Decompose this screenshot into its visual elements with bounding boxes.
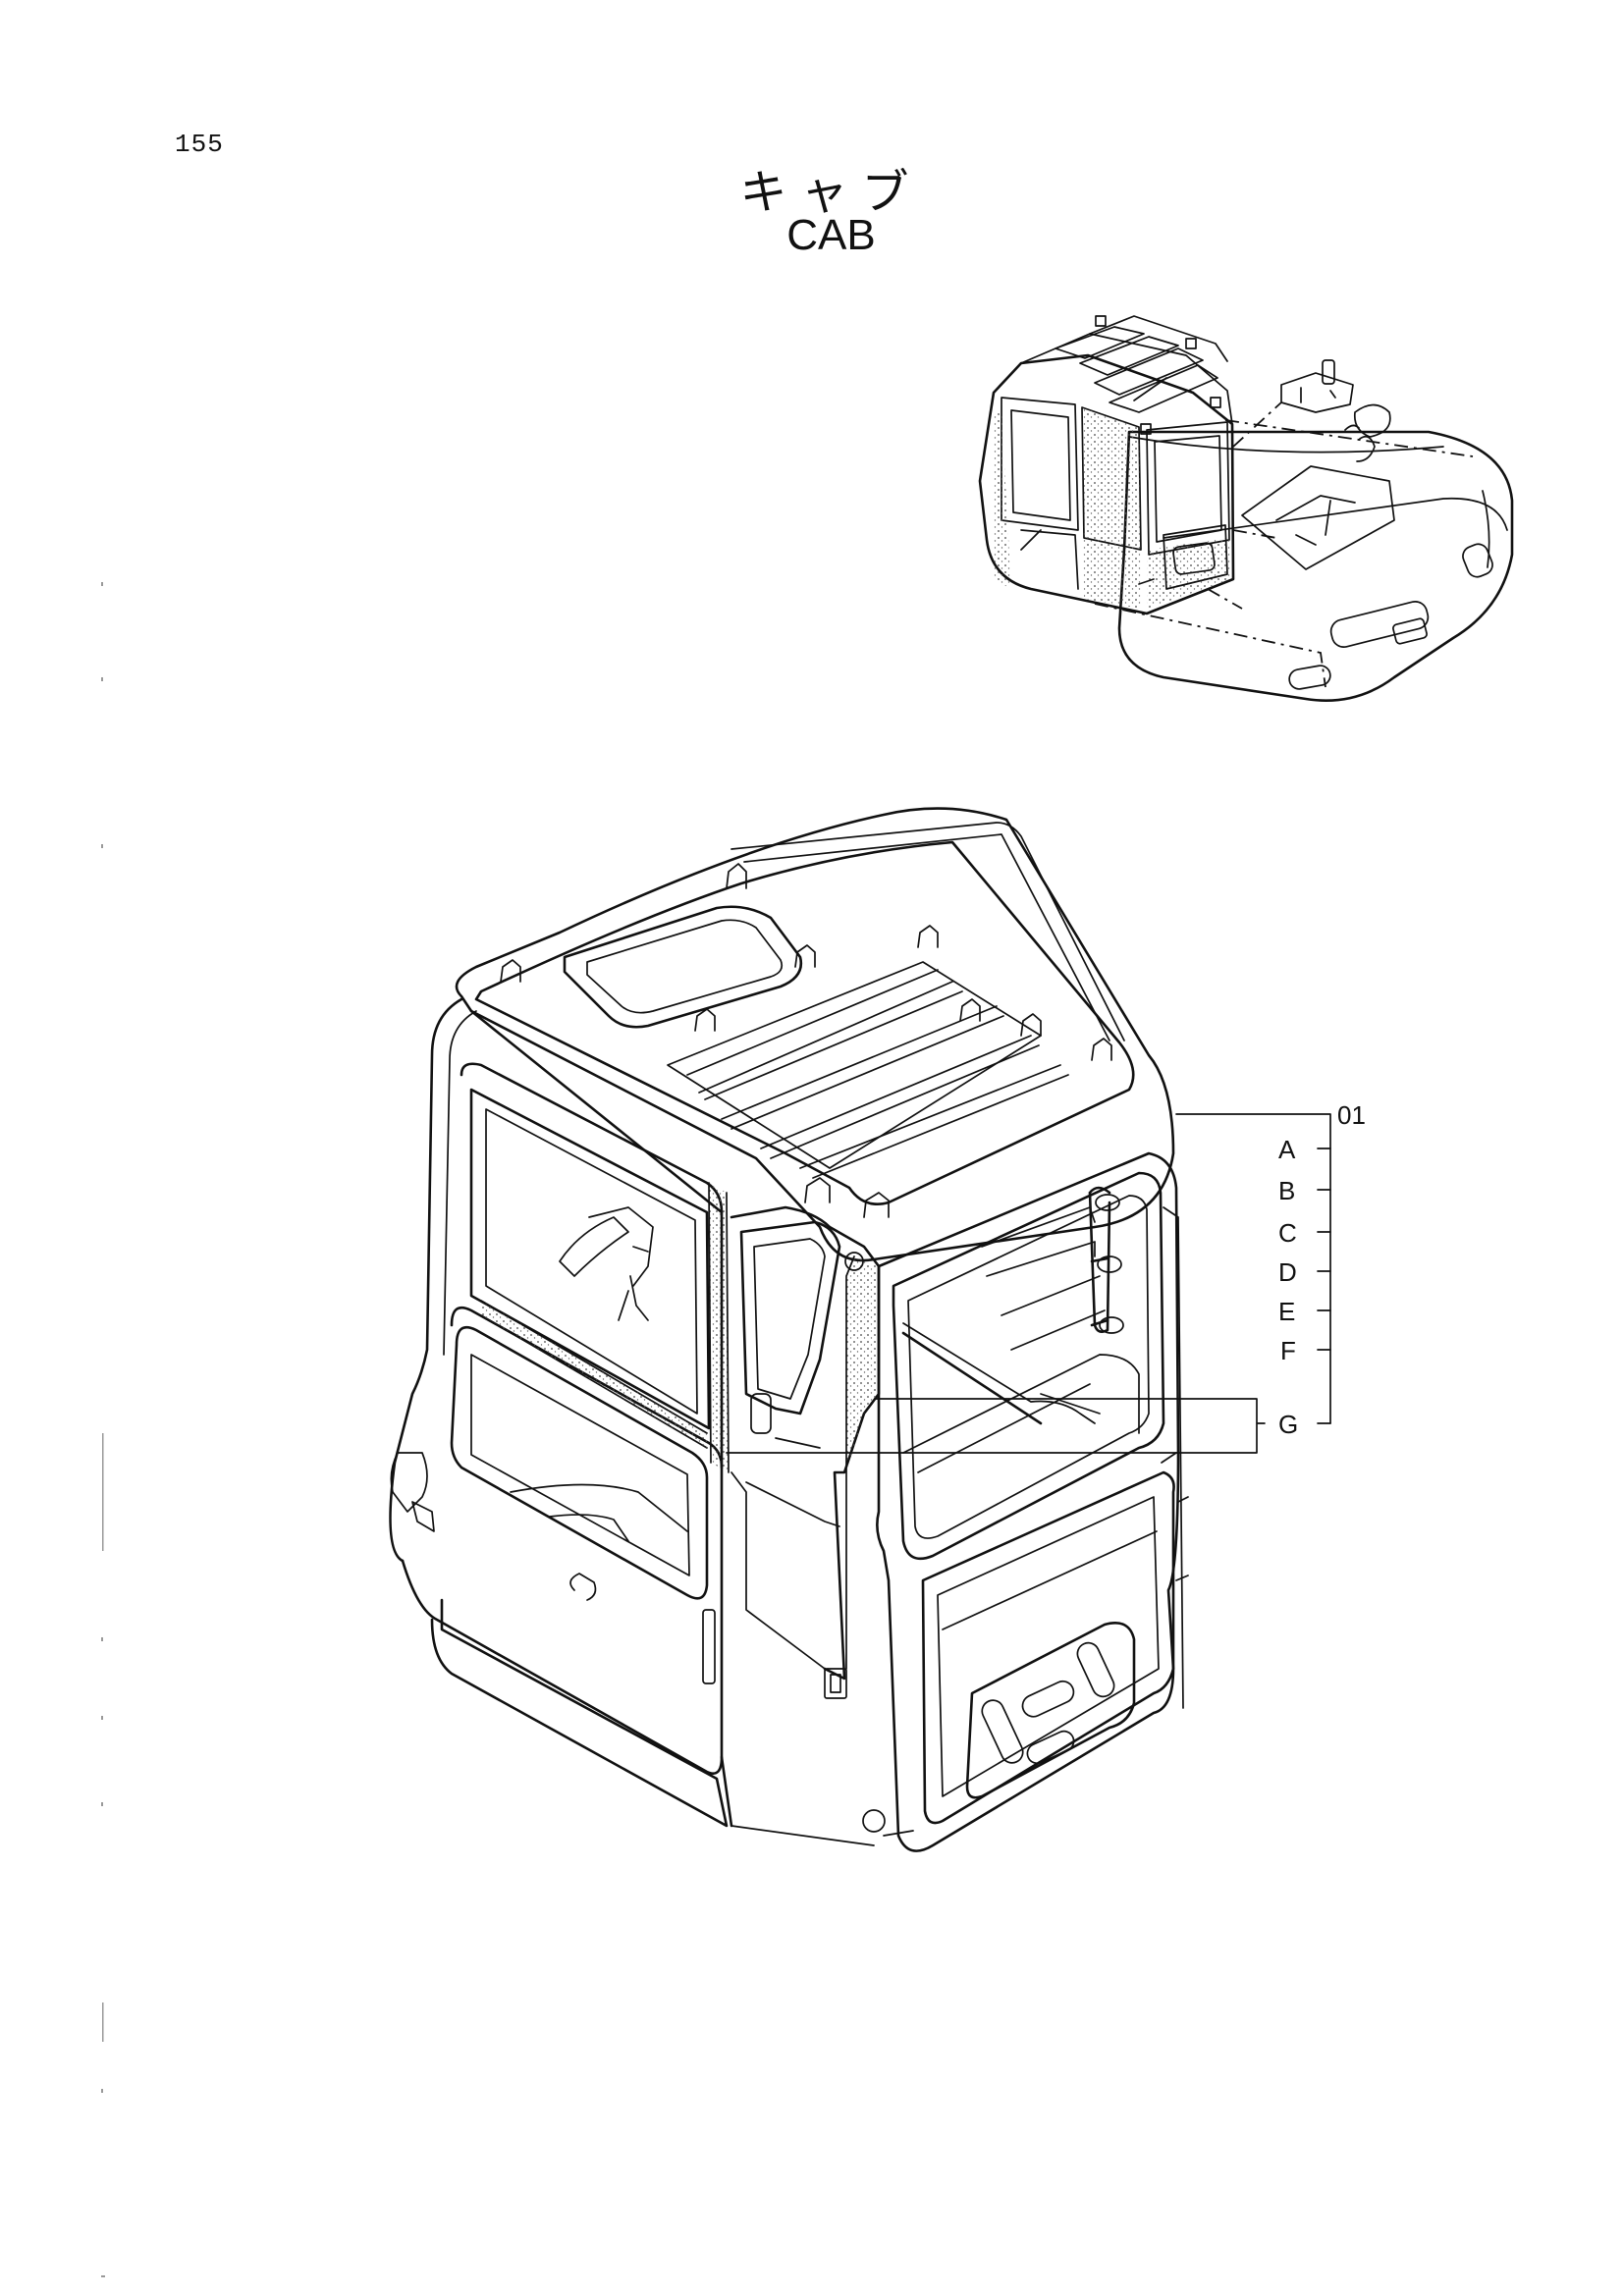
page-number: 155 xyxy=(175,130,224,159)
callout-c: C xyxy=(1278,1218,1297,1248)
callout-g: G xyxy=(1278,1410,1298,1439)
callout-leaders xyxy=(726,1113,1331,1454)
callout-b: B xyxy=(1278,1176,1295,1205)
callout-labels: 01 A B C D E F G xyxy=(1278,1100,1366,1439)
callout-e: E xyxy=(1278,1297,1295,1326)
callout-d: D xyxy=(1278,1257,1297,1287)
margin-marks xyxy=(101,582,105,2277)
main-cab-illustration xyxy=(389,807,1189,1852)
page-title-japanese: キャブ xyxy=(739,165,923,220)
callout-a: A xyxy=(1278,1135,1296,1164)
page-title-english: CAB xyxy=(786,211,876,259)
callout-01: 01 xyxy=(1337,1100,1366,1130)
key-diagram-machine xyxy=(978,315,1514,702)
callout-f: F xyxy=(1280,1336,1296,1365)
